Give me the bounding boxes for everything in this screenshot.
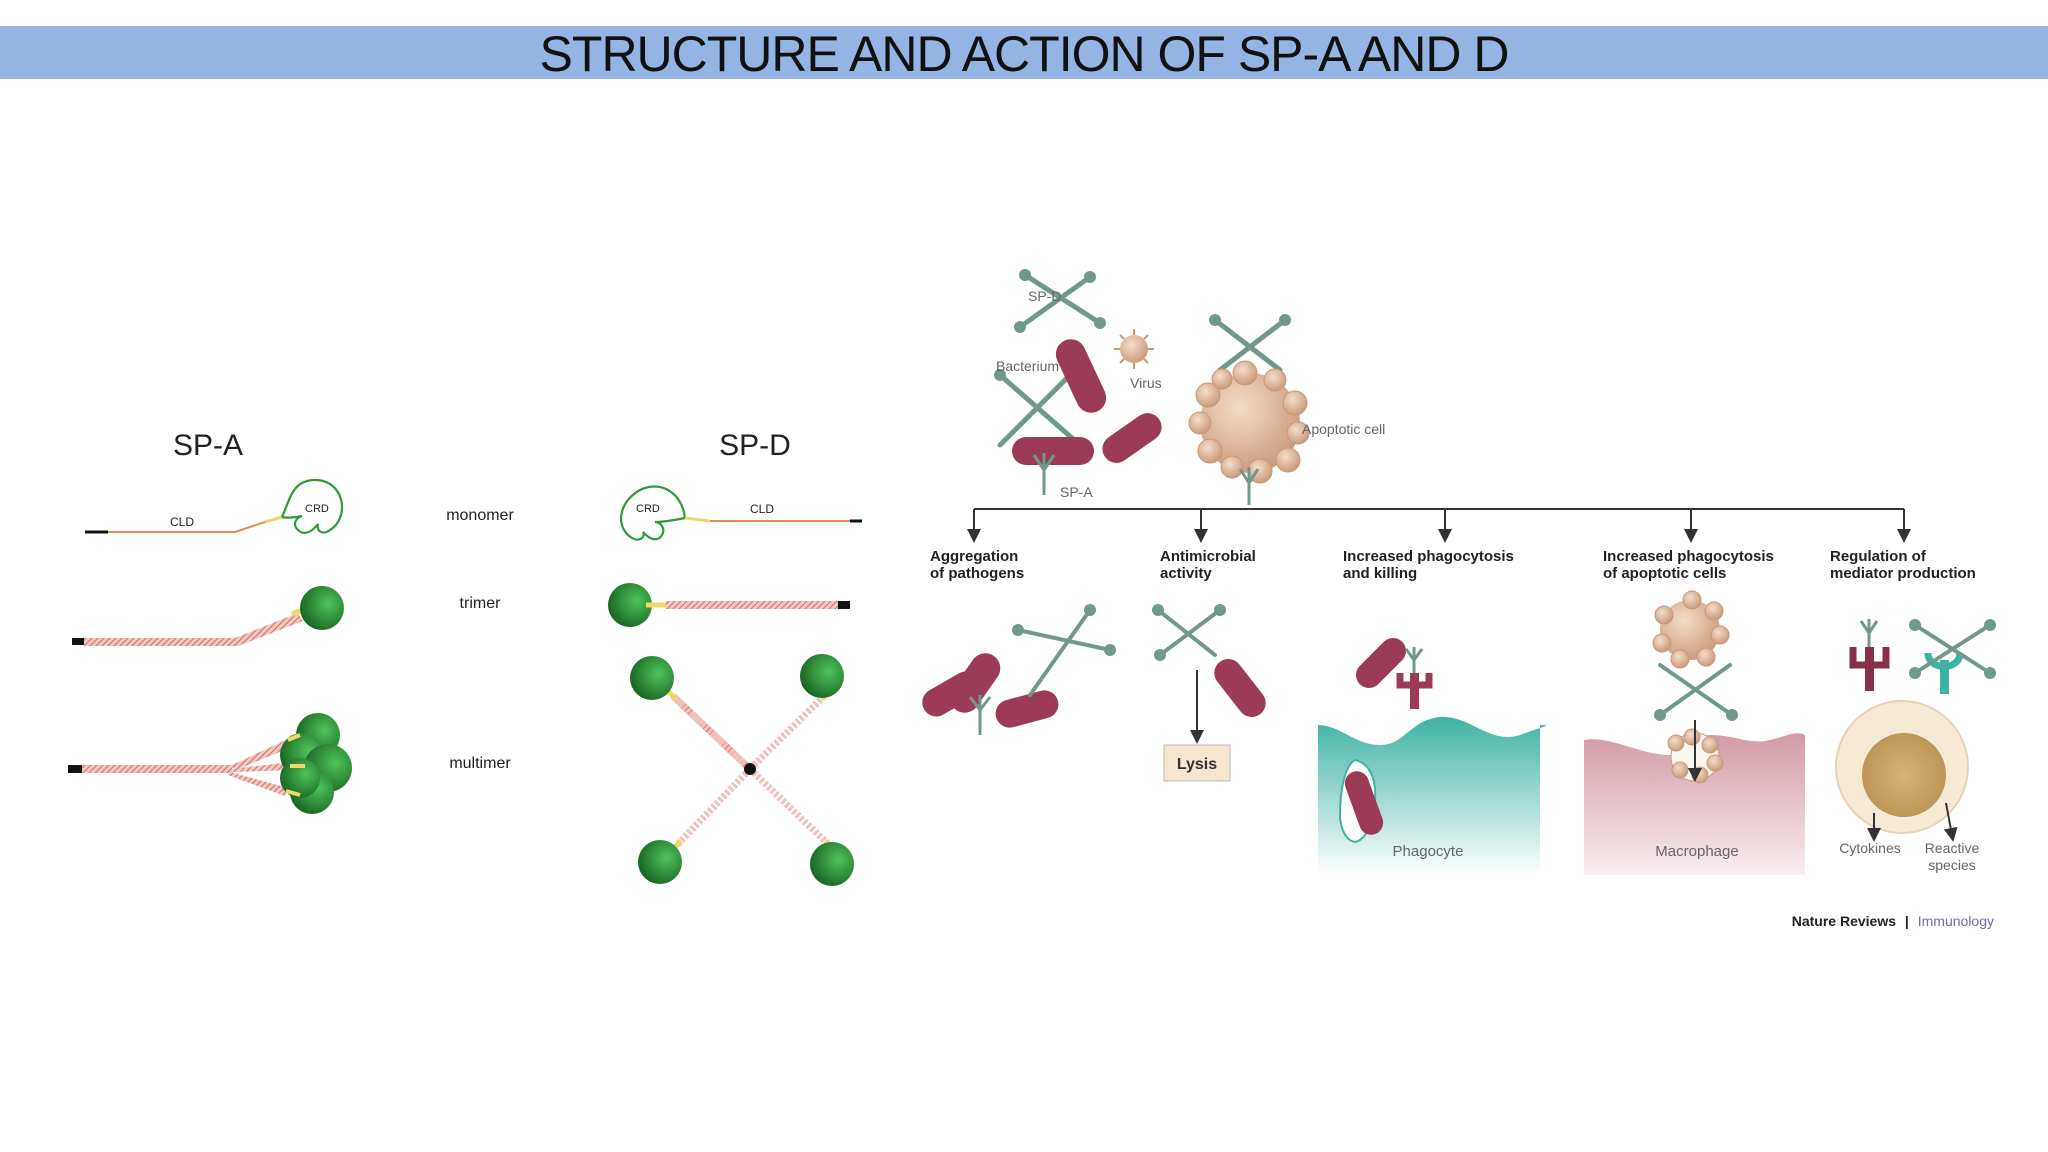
branch-label-mediator-l2: mediator production [1830, 565, 1976, 582]
sp-a-trimer-crd [300, 586, 344, 630]
bacterium-icon [1055, 339, 1107, 413]
branch-label-phagocytosis-killing-l1: Increased phagocytosis [1343, 548, 1514, 565]
slide-title: STRUCTURE AND ACTION OF SP-A AND D [539, 25, 1510, 82]
sp-a-heading: SP-A [173, 429, 243, 462]
top-sp-d-bacterium-group: SP-D Virus Bacterium SP-A [994, 269, 1162, 500]
row-label-monomer: monomer [446, 507, 514, 524]
lysis-box [1163, 744, 1231, 782]
branch-tree [967, 508, 1911, 543]
sp-a-cld-label: CLD [170, 515, 194, 529]
receptor-icon [1940, 660, 1949, 694]
branch-label-phagocytosis-apoptotic-l1: Increased phagocytosis [1603, 548, 1774, 565]
branch-label-phagocytosis-apoptotic-l2: of apoptotic cells [1603, 565, 1726, 582]
receptor-icon [1865, 647, 1874, 691]
sp-d-molecule-icon [997, 272, 1103, 448]
action-diagram: SP-D Virus Bacterium SP-A [922, 269, 1996, 929]
sp-d-heading: SP-D [719, 429, 791, 462]
branch-label-antimicrobial-l2: activity [1160, 565, 1212, 582]
label-apoptotic-cell: Apoptotic cell [1302, 421, 1385, 437]
reactive-species-label-l1: Reactive [1925, 840, 1980, 856]
top-apoptotic-cell-group: Apoptotic cell [1188, 314, 1385, 505]
virus-icon [1114, 329, 1154, 369]
credit-journal: Immunology [1918, 913, 1994, 929]
row-label-multimer: multimer [449, 755, 511, 772]
sp-a-trimer [72, 586, 344, 646]
receptor-icon [1410, 673, 1419, 709]
phagocyte-illustration: Phagocyte [1318, 637, 1547, 875]
branch-label-aggregation-l1: Aggregation [930, 548, 1018, 565]
branch-label-mediator-l1: Regulation of [1830, 548, 1927, 565]
apoptotic-cell-icon [1200, 373, 1300, 473]
branch-label-aggregation-l2: of pathogens [930, 565, 1024, 582]
sp-a-multimer [68, 713, 352, 814]
sp-d-cld-label: CLD [750, 502, 774, 516]
cytokines-label: Cytokines [1839, 840, 1900, 856]
sp-d-crd-label: CRD [636, 503, 660, 515]
label-bacterium: Bacterium [996, 358, 1059, 374]
title-bar: STRUCTURE AND ACTION OF SP-A AND D [0, 26, 2048, 82]
macrophage-label: Macrophage [1655, 843, 1738, 860]
sp-a-crd-label: CRD [305, 503, 329, 515]
branch-label-phagocytosis-killing-l2: and killing [1343, 565, 1417, 582]
journal-credit: Nature Reviews | Immunology [1792, 913, 1994, 929]
credit-brand: Nature Reviews [1792, 913, 1896, 929]
sp-d-multimer [630, 654, 854, 886]
structure-diagram: SP-A SP-D monomer trimer multimer CLD CR… [68, 429, 862, 886]
phagocyte-label: Phagocyte [1393, 843, 1464, 860]
antimicrobial-illustration: Lysis [1152, 604, 1266, 782]
branch-label-antimicrobial-l1: Antimicrobial [1160, 548, 1256, 565]
sp-d-trimer [608, 583, 850, 627]
mediator-illustration: Cytokines Reactive species [1835, 619, 1996, 873]
sp-a-molecule-icon [1032, 453, 1056, 495]
macrophage-illustration: Macrophage [1584, 590, 1805, 875]
label-sp-a: SP-A [1060, 484, 1093, 500]
row-label-trimer: trimer [460, 595, 502, 612]
bacterium-icon [1012, 437, 1094, 465]
sp-d-monomer: CRD CLD [620, 485, 862, 541]
label-virus: Virus [1130, 375, 1162, 391]
bacterium-icon [1102, 413, 1162, 463]
aggregation-illustration [922, 604, 1116, 735]
label-sp-d: SP-D [1028, 288, 1061, 304]
reactive-species-label-l2: species [1928, 857, 1975, 873]
sp-a-monomer: CLD CRD [85, 478, 344, 534]
lysis-label: Lysis [1177, 756, 1217, 773]
sp-d-trimer-crd [608, 583, 652, 627]
